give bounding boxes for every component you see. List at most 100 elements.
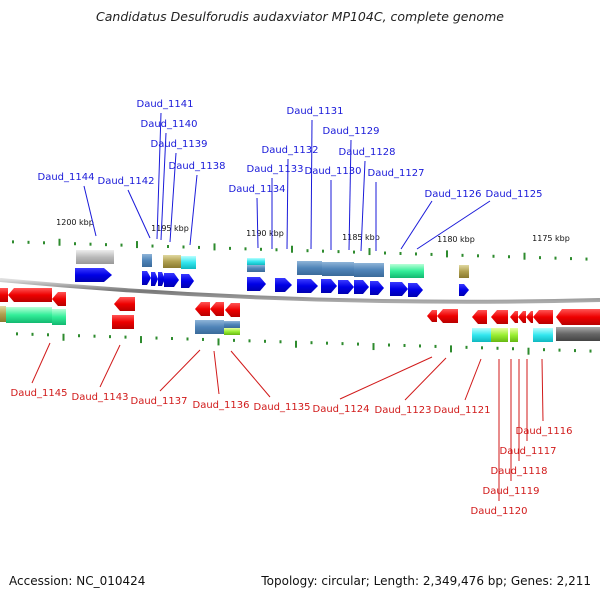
tick-mark	[229, 246, 231, 250]
cog-box	[556, 327, 600, 341]
leader-line	[189, 174, 198, 246]
leader-line	[360, 160, 366, 252]
gene-arrow[interactable]	[210, 302, 224, 316]
gene-label[interactable]: Daud_1145	[11, 388, 68, 399]
gene-label[interactable]: Daud_1139	[151, 139, 208, 150]
gene-label[interactable]: Daud_1133	[247, 164, 304, 175]
gene-label[interactable]: Daud_1118	[491, 466, 548, 477]
gene-label[interactable]: Daud_1116	[516, 426, 573, 437]
gene-label[interactable]: Daud_1132	[262, 145, 319, 156]
tick-mark	[399, 251, 402, 255]
gene-arrow[interactable]	[472, 310, 487, 324]
gene-arrow[interactable]	[142, 271, 151, 285]
reverse-gene-arrows	[0, 288, 600, 325]
gene-arrow[interactable]	[370, 281, 384, 295]
gene-label[interactable]: Daud_1141	[137, 99, 194, 110]
gene-arrow[interactable]	[408, 283, 423, 297]
gene-arrow[interactable]	[338, 280, 354, 294]
leader-line	[99, 344, 121, 388]
gene-label[interactable]: Daud_1140	[141, 119, 198, 130]
tick-mark	[291, 245, 293, 253]
cog-box	[112, 315, 134, 329]
gene-label[interactable]: Daud_1135	[254, 402, 311, 413]
cog-box	[370, 263, 384, 277]
gene-arrow[interactable]	[510, 311, 518, 323]
gene-arrow[interactable]	[556, 309, 600, 325]
tick-mark	[62, 333, 65, 341]
gene-arrow[interactable]	[390, 282, 408, 296]
gene-label[interactable]: Daud_1129	[323, 126, 380, 137]
leader-line	[348, 139, 352, 251]
leader-line	[160, 132, 167, 241]
gene-arrow[interactable]	[491, 310, 508, 324]
gene-arrow[interactable]	[297, 279, 318, 293]
tick-mark	[434, 344, 437, 348]
gene-arrow[interactable]	[75, 268, 112, 282]
leader-line	[213, 350, 220, 395]
tick-mark	[306, 249, 309, 253]
gene-arrow[interactable]	[0, 288, 8, 302]
gene-arrow[interactable]	[225, 303, 240, 317]
leader-line	[286, 158, 289, 250]
accession-text: Accession: NC_010424	[9, 574, 146, 588]
cog-box	[491, 328, 508, 342]
tick-mark	[461, 253, 464, 257]
gene-label[interactable]: Daud_1131	[287, 106, 344, 117]
gene-label[interactable]: Daud_1121	[434, 405, 491, 416]
kbp-label: 1195 kbp	[151, 224, 189, 233]
gene-arrow[interactable]	[518, 311, 526, 323]
cog-box	[338, 262, 354, 276]
gene-arrow[interactable]	[164, 273, 179, 287]
tick-mark	[27, 240, 30, 244]
gene-label[interactable]: Daud_1144	[38, 172, 95, 183]
gene-label[interactable]: Daud_1117	[500, 446, 557, 457]
gene-label[interactable]: Daud_1143	[72, 392, 129, 403]
tick-mark	[182, 245, 185, 249]
gene-label[interactable]: Daud_1137	[131, 396, 188, 407]
gene-arrow[interactable]	[114, 297, 135, 311]
gene-label[interactable]: Daud_1120	[471, 506, 528, 517]
gene-label[interactable]: Daud_1130	[305, 166, 362, 177]
position-ticks	[12, 238, 592, 355]
leader-line	[169, 152, 177, 243]
gene-label[interactable]: Daud_1119	[483, 486, 540, 497]
gene-arrow[interactable]	[195, 302, 210, 316]
gene-arrow[interactable]	[52, 292, 66, 306]
gene-arrow[interactable]	[526, 311, 533, 323]
gene-arrow[interactable]	[354, 280, 369, 294]
tick-mark	[589, 349, 592, 353]
tick-mark	[353, 250, 355, 254]
gene-arrow[interactable]	[181, 274, 194, 288]
gene-arrow[interactable]	[275, 278, 292, 292]
gene-label[interactable]: Daud_1138	[169, 161, 226, 172]
tick-mark	[105, 243, 107, 247]
gene-arrow[interactable]	[533, 310, 553, 324]
gene-arrow[interactable]	[437, 309, 458, 323]
tick-mark	[523, 252, 526, 260]
gene-label[interactable]: Daud_1134	[229, 184, 286, 195]
gene-arrow[interactable]	[459, 284, 469, 296]
leader-line	[156, 112, 162, 240]
tick-mark	[337, 250, 340, 254]
gene-arrow[interactable]	[427, 310, 437, 322]
cog-box	[533, 328, 553, 342]
gene-arrow[interactable]	[158, 272, 165, 286]
gene-label[interactable]: Daud_1126	[425, 189, 482, 200]
leader-line	[541, 358, 544, 422]
gene-label[interactable]: Daud_1125	[486, 189, 543, 200]
gene-label[interactable]: Daud_1127	[368, 168, 425, 179]
gene-label[interactable]: Daud_1123	[375, 405, 432, 416]
gene-arrow[interactable]	[151, 272, 158, 286]
gene-arrow[interactable]	[8, 288, 52, 302]
gene-arrow[interactable]	[321, 279, 337, 293]
gene-label[interactable]: Daud_1136	[193, 400, 250, 411]
tick-mark	[372, 343, 375, 351]
cog-box	[142, 254, 152, 267]
gene-label[interactable]: Daud_1142	[98, 176, 155, 187]
tick-mark	[543, 348, 545, 352]
leader-line	[339, 356, 433, 400]
gene-label[interactable]: Daud_1124	[313, 404, 370, 415]
tick-mark	[496, 346, 499, 350]
gene-label[interactable]: Daud_1128	[339, 147, 396, 158]
gene-arrow[interactable]	[247, 277, 266, 291]
